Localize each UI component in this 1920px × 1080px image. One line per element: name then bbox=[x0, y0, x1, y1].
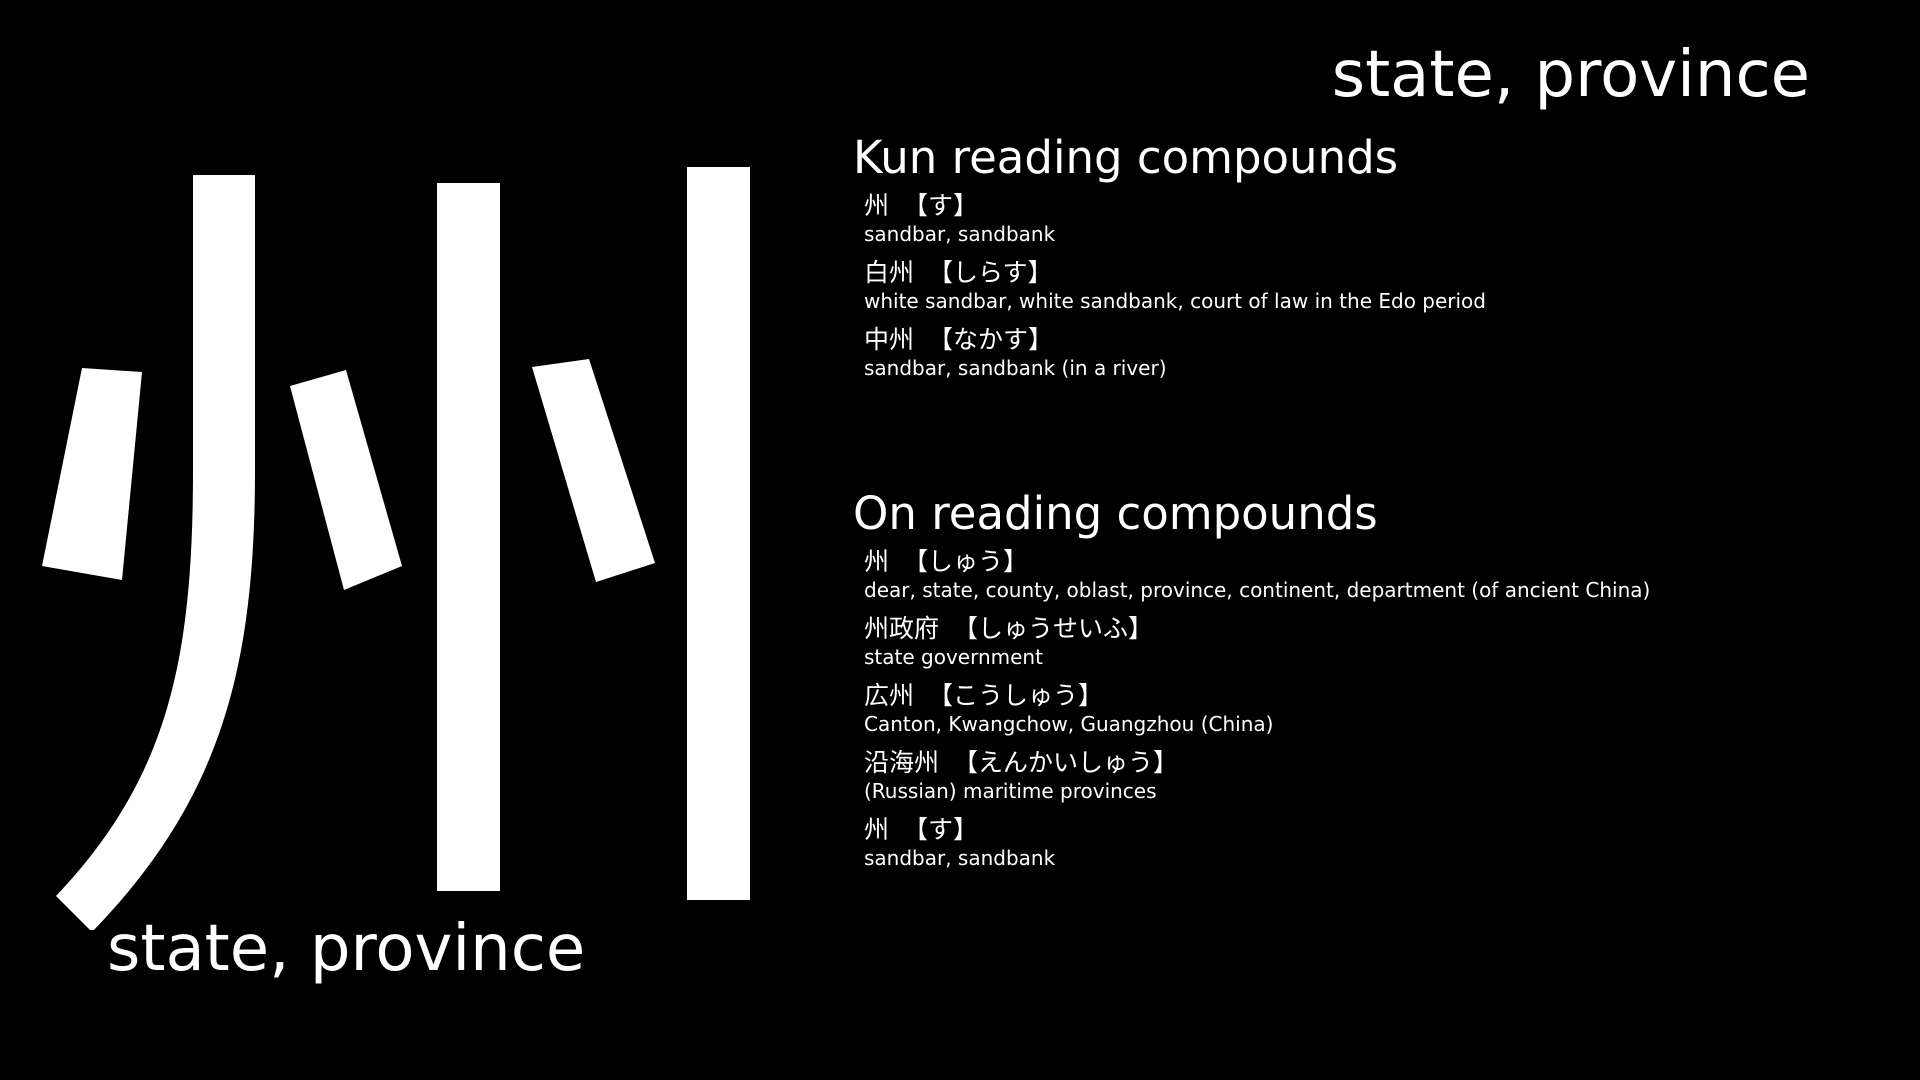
compound-reading: 【しゅうせいふ】 bbox=[953, 614, 1154, 643]
on-reading-section: On reading compounds 州【しゅう】 dear, state,… bbox=[853, 486, 1650, 882]
compound-reading: 【す】 bbox=[903, 191, 979, 220]
compound-reading: 【えんかいしゅう】 bbox=[953, 748, 1179, 777]
compound-word: 中州 bbox=[864, 325, 915, 354]
kun-reading-section: Kun reading compounds 州【す】 sandbar, sand… bbox=[853, 130, 1486, 392]
compound-word: 州 bbox=[864, 815, 890, 844]
kanji-stroke-right-dot bbox=[532, 359, 655, 582]
kanji-glyph bbox=[30, 150, 770, 930]
compound-word: 州 bbox=[864, 547, 890, 576]
compound-meaning: white sandbar, white sandbank, court of … bbox=[864, 289, 1486, 313]
kanji-stroke-middle-dot bbox=[290, 370, 402, 590]
compound-reading: 【しらす】 bbox=[928, 258, 1053, 287]
kun-entry: 中州【なかす】 sandbar, sandbank (in a river) bbox=[864, 325, 1486, 381]
kanji-meaning-bottom: state, province bbox=[107, 912, 586, 986]
compound-meaning: dear, state, county, oblast, province, c… bbox=[864, 578, 1651, 602]
kanji-stroke-left-dot bbox=[42, 368, 142, 580]
compound-meaning: (Russian) maritime provinces bbox=[864, 779, 1157, 803]
compound-meaning: sandbar, sandbank bbox=[864, 846, 1056, 870]
on-entry: 州【しゅう】 dear, state, county, oblast, prov… bbox=[864, 547, 1650, 603]
compound-meaning: sandbar, sandbank bbox=[864, 222, 1056, 246]
compound-reading: 【こうしゅう】 bbox=[928, 681, 1104, 710]
compound-word: 州政府 bbox=[864, 614, 940, 643]
compound-meaning: Canton, Kwangchow, Guangzhou (China) bbox=[864, 712, 1274, 736]
compound-word: 州 bbox=[864, 191, 890, 220]
kun-section-title: Kun reading compounds bbox=[853, 131, 1399, 184]
compound-word: 沿海州 bbox=[864, 748, 940, 777]
on-entry: 沿海州【えんかいしゅう】 (Russian) maritime province… bbox=[864, 748, 1650, 804]
compound-reading: 【す】 bbox=[903, 815, 979, 844]
kun-entry: 州【す】 sandbar, sandbank bbox=[864, 191, 1486, 247]
compound-reading: 【なかす】 bbox=[928, 325, 1054, 354]
compound-meaning: state government bbox=[864, 645, 1043, 669]
compound-reading: 【しゅう】 bbox=[903, 547, 1029, 576]
kanji-meaning-top: state, province bbox=[1331, 38, 1810, 112]
compound-meaning: sandbar, sandbank (in a river) bbox=[864, 356, 1167, 380]
on-entry: 州政府【しゅうせいふ】 state government bbox=[864, 614, 1650, 670]
on-entry: 広州【こうしゅう】 Canton, Kwangchow, Guangzhou (… bbox=[864, 681, 1650, 737]
kun-entry: 白州【しらす】 white sandbar, white sandbank, c… bbox=[864, 258, 1486, 314]
compound-word: 白州 bbox=[864, 258, 915, 287]
kanji-stroke-middle-vertical bbox=[437, 183, 500, 891]
compound-word: 広州 bbox=[864, 681, 915, 710]
kanji-stroke-right-vertical bbox=[687, 167, 750, 900]
kanji-stroke-left-sweep bbox=[56, 175, 255, 930]
on-entry: 州【す】 sandbar, sandbank bbox=[864, 815, 1650, 871]
on-section-title: On reading compounds bbox=[853, 487, 1378, 540]
